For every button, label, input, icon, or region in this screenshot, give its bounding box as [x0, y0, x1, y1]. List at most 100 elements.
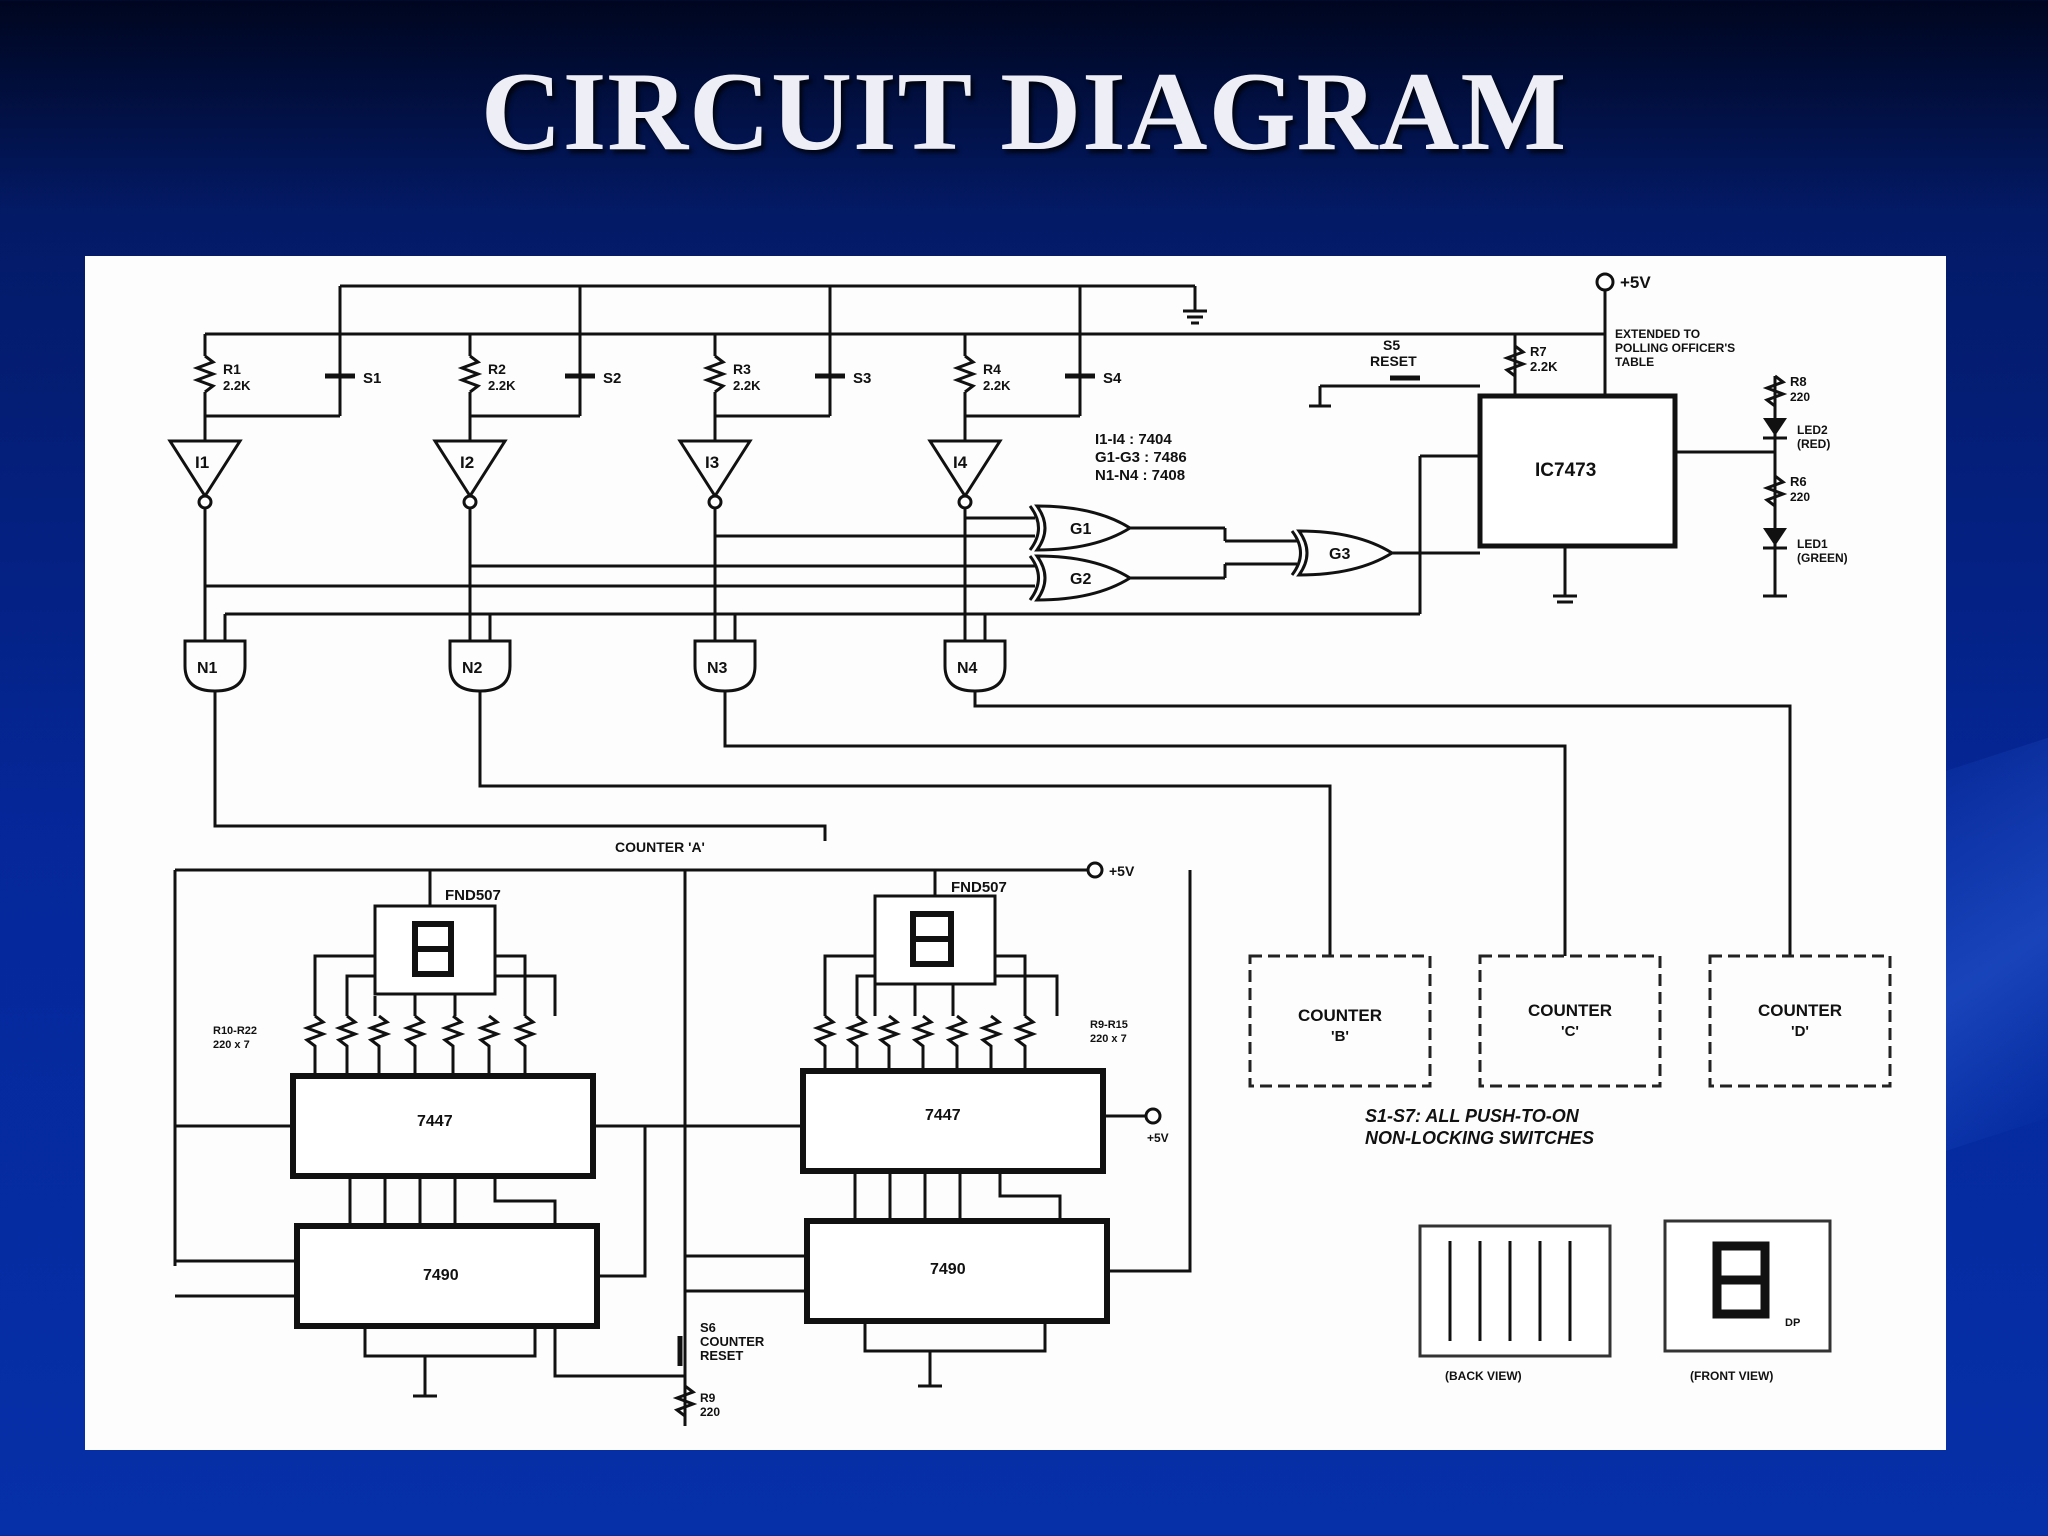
- supply-label: +5V: [1620, 273, 1651, 292]
- right-digit-8: [910, 911, 954, 967]
- r6-value: 220: [1790, 490, 1810, 504]
- g3-label: G3: [1329, 546, 1350, 563]
- back-view-pinout: (BACK VIEW): [1418, 1224, 1612, 1383]
- counter-a-label: COUNTER 'A': [615, 839, 705, 855]
- xor-gate-g2: G2: [1028, 554, 1133, 602]
- counter-c-letter: 'C': [1561, 1023, 1579, 1040]
- r9-bottom-value: 220: [700, 1405, 720, 1419]
- n2-label: N2: [462, 660, 483, 677]
- right-vcc-label: +5V: [1147, 1131, 1169, 1145]
- inverter-i4: [927, 439, 1003, 499]
- input-stage-4: R4 2.2K S4 I4: [927, 334, 1122, 510]
- front-view-pinout: DP (FRONT VIEW): [1663, 1219, 1832, 1383]
- right-display-stack: FND507 R9-R15 220 x 7 7447: [645, 879, 1192, 1388]
- n3-label: N3: [707, 660, 728, 677]
- r2-value: 2.2K: [488, 378, 516, 393]
- r2-label: R2: [488, 361, 506, 377]
- inverter-i3: [677, 439, 753, 499]
- counter-b-label: COUNTER: [1298, 1006, 1382, 1025]
- r8-value: 220: [1790, 390, 1810, 404]
- circuit-schematic: +5V R1 2.2K S1 I1 R2 2.2K S2 I2: [167, 272, 1892, 1426]
- left-display-stack: FND507 R10-R22 220 x 7 7447: [175, 887, 685, 1398]
- s5-label: S5: [1383, 337, 1400, 353]
- s6-reset-label: RESET: [700, 1348, 743, 1363]
- switch-note: S1-S7: ALL PUSH-TO-ON NON-LOCKING SWITCH…: [1365, 1106, 1594, 1148]
- i4-label: I4: [953, 453, 968, 472]
- g2-label: G2: [1070, 571, 1091, 588]
- r9-bottom-label: R9: [700, 1391, 716, 1405]
- input-stage-3: R3 2.2K S3 I3: [677, 334, 871, 510]
- led1-color: (GREEN): [1797, 551, 1848, 565]
- counter-d-label: COUNTER: [1758, 1001, 1842, 1020]
- input-stage-1: R1 2.2K S1 I1: [167, 334, 381, 510]
- right-display-label: FND507: [951, 879, 1007, 896]
- extended-note-1: EXTENDED TO: [1615, 327, 1700, 341]
- and-gate-n4: N4: [943, 639, 1007, 693]
- counter-a-vcc: +5V: [1109, 863, 1135, 879]
- right-counter-ic-label: 7490: [930, 1261, 966, 1278]
- extended-note-3: TABLE: [1615, 355, 1654, 369]
- r1-value: 2.2K: [223, 378, 251, 393]
- led1-label: LED1: [1797, 537, 1828, 551]
- n4-label: N4: [957, 660, 978, 677]
- left-display-label: FND507: [445, 887, 501, 904]
- front-view-digit-8: [1712, 1241, 1770, 1319]
- led2-label: LED2: [1797, 423, 1828, 437]
- latch-label: IC7473: [1535, 460, 1596, 481]
- left-res-array-label: R10-R22: [213, 1025, 257, 1037]
- n1-label: N1: [197, 660, 218, 677]
- counter-reset-switch-s6: S6 COUNTER RESET R9 220: [672, 1320, 765, 1419]
- s6-counter-label: COUNTER: [700, 1334, 765, 1349]
- switch-note-1: S1-S7: ALL PUSH-TO-ON: [1365, 1106, 1580, 1126]
- latch-ic7473: IC7473 R7 2.2K: [1477, 334, 1678, 604]
- r4-value: 2.2K: [983, 378, 1011, 393]
- counter-b-box: COUNTER 'B': [1248, 954, 1432, 1088]
- r8-label: R8: [1790, 374, 1807, 389]
- counter-b-letter: 'B': [1331, 1028, 1349, 1045]
- counter-c-label: COUNTER: [1528, 1001, 1612, 1020]
- led-indicators: EXTENDED TO POLLING OFFICER'S TABLE R8 2…: [1615, 327, 1848, 598]
- r4-label: R4: [983, 361, 1001, 377]
- inverter-i2: [432, 439, 508, 499]
- and-gate-n2: N2: [448, 639, 512, 693]
- ic-note-2: G1-G3 : 7486: [1095, 449, 1187, 466]
- xor-gate-g1: G1: [1028, 504, 1133, 552]
- input-stage-2: R2 2.2K S2 I2: [432, 334, 621, 510]
- s1-label: S1: [363, 370, 381, 387]
- g1-label: G1: [1070, 521, 1091, 538]
- r1-label: R1: [223, 361, 241, 377]
- switch-note-2: NON-LOCKING SWITCHES: [1365, 1128, 1594, 1148]
- inverter-i1: [167, 439, 243, 499]
- s2-label: S2: [603, 370, 621, 387]
- and-gate-n1: N1: [183, 639, 247, 693]
- s6-label: S6: [700, 1320, 716, 1335]
- ic-legend: I1-I4 : 7404 G1-G3 : 7486 N1-N4 : 7408: [1095, 431, 1187, 484]
- counter-c-box: COUNTER 'C': [1478, 954, 1662, 1088]
- right-decoder-label: 7447: [925, 1107, 961, 1124]
- extended-note-2: POLLING OFFICER'S: [1615, 341, 1735, 355]
- right-resistor-array: [812, 1014, 1038, 1071]
- i2-label: I2: [460, 453, 474, 472]
- right-res-array-label: R9-R15: [1090, 1019, 1128, 1031]
- inverter-output-wiring: [203, 454, 1480, 641]
- s3-label: S3: [853, 370, 871, 387]
- r7-label: R7: [1530, 344, 1547, 359]
- top-wiring: [205, 284, 1607, 406]
- left-decoder-label: 7447: [417, 1113, 453, 1130]
- and-gate-n3: N3: [693, 639, 757, 693]
- i1-label: I1: [195, 453, 209, 472]
- i3-label: I3: [705, 453, 719, 472]
- circuit-diagram: +5V R1 2.2K S1 I1 R2 2.2K S2 I2: [85, 256, 1946, 1450]
- back-view-label: (BACK VIEW): [1445, 1369, 1522, 1383]
- left-res-array-value: 220 x 7: [213, 1039, 250, 1051]
- xor-gate-g3: G3: [1130, 526, 1480, 580]
- front-view-label: (FRONT VIEW): [1690, 1369, 1773, 1383]
- right-res-array-value: 220 x 7: [1090, 1033, 1127, 1045]
- counter-d-box: COUNTER 'D': [1708, 954, 1892, 1088]
- left-counter-ic-label: 7490: [423, 1267, 459, 1284]
- and-output-wiring: [213, 691, 1792, 956]
- s5-reset-label: RESET: [1370, 353, 1417, 369]
- r7-value: 2.2K: [1530, 359, 1558, 374]
- ic-note-1: I1-I4 : 7404: [1095, 431, 1172, 448]
- r3-label: R3: [733, 361, 751, 377]
